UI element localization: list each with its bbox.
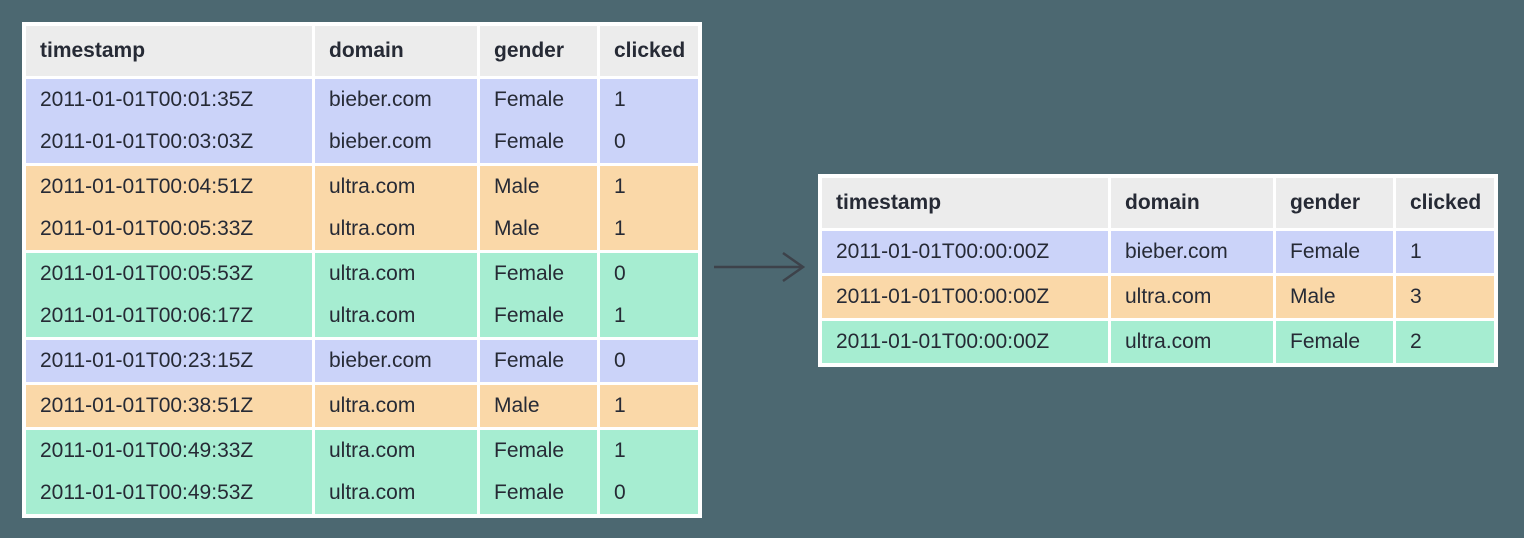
cell-gender: Female: [480, 472, 600, 514]
cell-clicked: 2: [1396, 321, 1494, 363]
table-row: 2011-01-01T00:03:03Z bieber.com Female 0: [26, 121, 698, 166]
cell-clicked: 1: [600, 166, 698, 208]
cell-timestamp: 2011-01-01T00:04:51Z: [26, 166, 315, 208]
cell-gender: Female: [480, 430, 600, 472]
cell-timestamp: 2011-01-01T00:00:00Z: [822, 231, 1111, 276]
cell-domain: bieber.com: [1111, 231, 1276, 276]
table-row: 2011-01-01T00:38:51Z ultra.com Male 1: [26, 385, 698, 430]
cell-timestamp: 2011-01-01T00:00:00Z: [822, 276, 1111, 321]
cell-gender: Female: [480, 340, 600, 385]
cell-domain: bieber.com: [315, 79, 480, 121]
cell-clicked: 1: [600, 208, 698, 253]
cell-gender: Female: [480, 295, 600, 340]
cell-clicked: 1: [600, 295, 698, 340]
cell-clicked: 1: [600, 385, 698, 430]
cell-domain: bieber.com: [315, 340, 480, 385]
cell-clicked: 3: [1396, 276, 1494, 321]
cell-domain: ultra.com: [315, 430, 480, 472]
table-row: 2011-01-01T00:04:51Z ultra.com Male 1: [26, 166, 698, 208]
table-row: 2011-01-01T00:49:53Z ultra.com Female 0: [26, 472, 698, 514]
table-row: 2011-01-01T00:05:53Z ultra.com Female 0: [26, 253, 698, 295]
cell-domain: ultra.com: [315, 166, 480, 208]
cell-gender: Female: [1276, 321, 1396, 363]
cell-clicked: 1: [600, 430, 698, 472]
cell-timestamp: 2011-01-01T00:38:51Z: [26, 385, 315, 430]
cell-timestamp: 2011-01-01T00:01:35Z: [26, 79, 315, 121]
cell-gender: Male: [1276, 276, 1396, 321]
column-header-gender: gender: [1276, 178, 1396, 231]
table-row: 2011-01-01T00:23:15Z bieber.com Female 0: [26, 340, 698, 385]
table-row: 2011-01-01T00:01:35Z bieber.com Female 1: [26, 79, 698, 121]
cell-timestamp: 2011-01-01T00:05:53Z: [26, 253, 315, 295]
table-row: 2011-01-01T00:00:00Z ultra.com Male 3: [822, 276, 1494, 321]
table-row: 2011-01-01T00:49:33Z ultra.com Female 1: [26, 430, 698, 472]
cell-gender: Female: [480, 121, 600, 166]
cell-domain: ultra.com: [315, 385, 480, 430]
column-header-domain: domain: [315, 26, 480, 79]
column-header-clicked: clicked: [600, 26, 698, 79]
header-row: timestamp domain gender clicked: [26, 26, 698, 79]
column-header-timestamp: timestamp: [822, 178, 1111, 231]
cell-clicked: 0: [600, 121, 698, 166]
cell-domain: ultra.com: [315, 472, 480, 514]
aggregated-result-table: timestamp domain gender clicked 2011-01-…: [818, 174, 1498, 367]
table-row: 2011-01-01T00:05:33Z ultra.com Male 1: [26, 208, 698, 253]
column-header-clicked: clicked: [1396, 178, 1494, 231]
cell-domain: ultra.com: [315, 208, 480, 253]
cell-timestamp: 2011-01-01T00:23:15Z: [26, 340, 315, 385]
table-row: 2011-01-01T00:00:00Z ultra.com Female 2: [822, 321, 1494, 363]
cell-clicked: 0: [600, 253, 698, 295]
cell-domain: ultra.com: [1111, 276, 1276, 321]
cell-timestamp: 2011-01-01T00:00:00Z: [822, 321, 1111, 363]
header-row: timestamp domain gender clicked: [822, 178, 1494, 231]
cell-timestamp: 2011-01-01T00:05:33Z: [26, 208, 315, 253]
cell-timestamp: 2011-01-01T00:03:03Z: [26, 121, 315, 166]
cell-timestamp: 2011-01-01T00:49:53Z: [26, 472, 315, 514]
cell-clicked: 1: [1396, 231, 1494, 276]
table-row: 2011-01-01T00:06:17Z ultra.com Female 1: [26, 295, 698, 340]
cell-clicked: 0: [600, 472, 698, 514]
cell-gender: Female: [480, 253, 600, 295]
cell-domain: bieber.com: [315, 121, 480, 166]
source-events-table: timestamp domain gender clicked 2011-01-…: [22, 22, 702, 518]
transform-arrow-icon: [708, 247, 810, 287]
cell-timestamp: 2011-01-01T00:06:17Z: [26, 295, 315, 340]
cell-domain: ultra.com: [315, 253, 480, 295]
cell-gender: Male: [480, 166, 600, 208]
cell-gender: Male: [480, 208, 600, 253]
column-header-domain: domain: [1111, 178, 1276, 231]
cell-domain: ultra.com: [315, 295, 480, 340]
cell-gender: Female: [1276, 231, 1396, 276]
column-header-gender: gender: [480, 26, 600, 79]
cell-clicked: 0: [600, 340, 698, 385]
cell-timestamp: 2011-01-01T00:49:33Z: [26, 430, 315, 472]
column-header-timestamp: timestamp: [26, 26, 315, 79]
cell-domain: ultra.com: [1111, 321, 1276, 363]
cell-clicked: 1: [600, 79, 698, 121]
table-row: 2011-01-01T00:00:00Z bieber.com Female 1: [822, 231, 1494, 276]
cell-gender: Male: [480, 385, 600, 430]
cell-gender: Female: [480, 79, 600, 121]
